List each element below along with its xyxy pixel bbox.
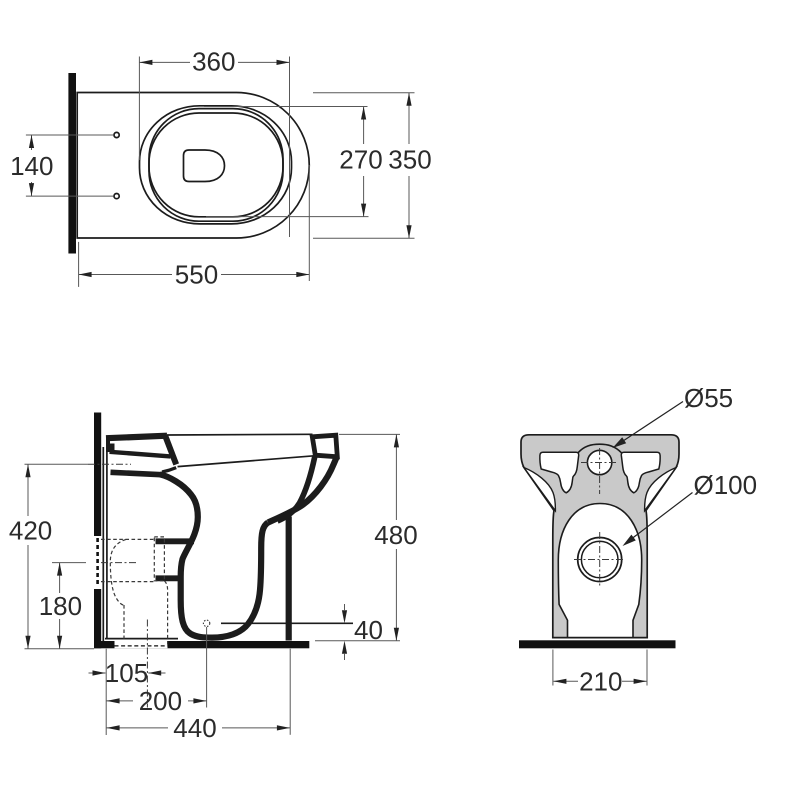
- svg-text:480: 480: [374, 520, 417, 550]
- svg-text:140: 140: [10, 151, 53, 181]
- svg-text:180: 180: [39, 591, 82, 621]
- svg-text:Ø55: Ø55: [684, 383, 733, 413]
- svg-text:210: 210: [579, 666, 622, 696]
- svg-text:360: 360: [192, 46, 235, 76]
- svg-text:105: 105: [105, 658, 148, 688]
- svg-text:550: 550: [175, 260, 218, 290]
- svg-text:350: 350: [388, 145, 431, 175]
- svg-text:Ø100: Ø100: [694, 470, 758, 500]
- svg-text:440: 440: [173, 713, 216, 743]
- svg-text:200: 200: [139, 686, 182, 716]
- svg-text:40: 40: [354, 615, 383, 645]
- svg-text:420: 420: [9, 516, 52, 546]
- svg-text:270: 270: [339, 145, 382, 175]
